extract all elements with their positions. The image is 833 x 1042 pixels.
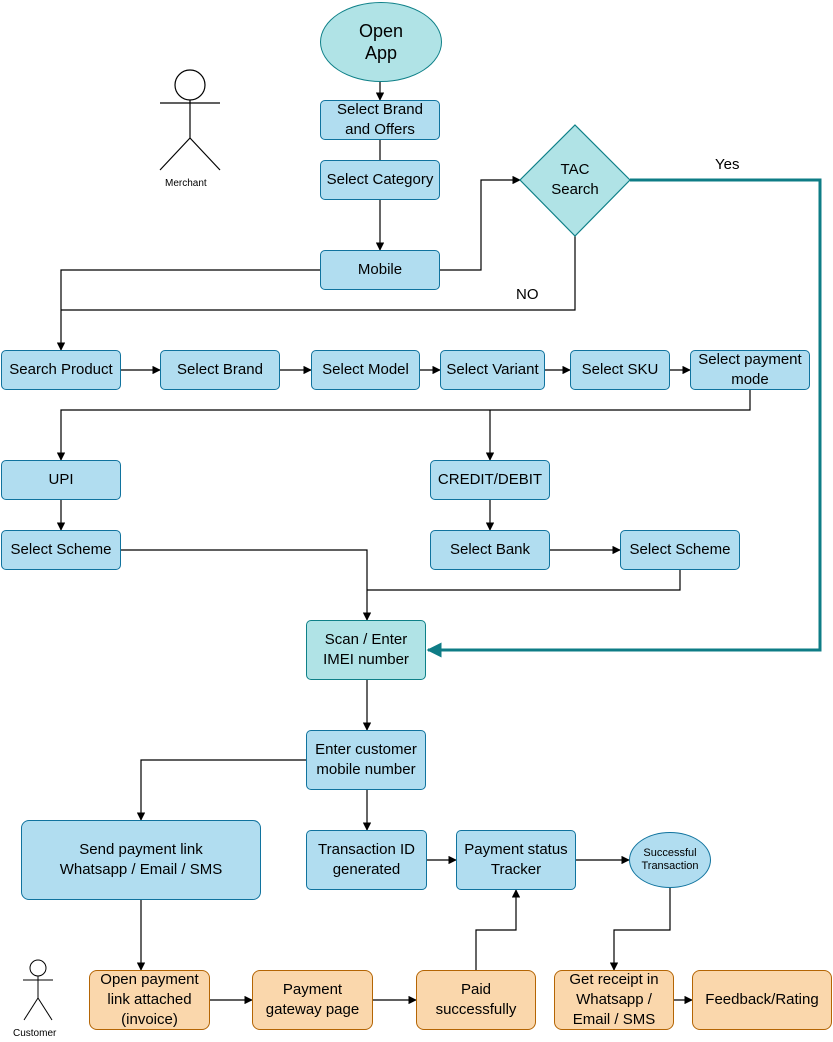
select-scheme-upi-node: Select Scheme <box>1 530 121 570</box>
select-bank-node: Select Bank <box>430 530 550 570</box>
payment-status-tracker-node: Payment status Tracker <box>456 830 576 890</box>
get-receipt-node: Get receipt in Whatsapp / Email / SMS <box>554 970 674 1030</box>
tac-search-label: TAC Search <box>551 161 599 198</box>
no-label: NO <box>516 286 539 303</box>
select-scheme-card-node: Select Scheme <box>620 530 740 570</box>
edge-payment-mode-to-upi <box>56 390 751 461</box>
select-payment-mode-node: Select payment mode <box>690 350 810 390</box>
mobile-node: Mobile <box>320 250 440 290</box>
send-payment-link-node: Send payment link Whatsapp / Email / SMS <box>21 820 261 900</box>
edge-tac-no <box>61 236 576 311</box>
merchant-actor-icon <box>159 69 221 171</box>
select-brand-node: Select Brand <box>160 350 280 390</box>
customer-actor-icon <box>23 959 53 1021</box>
tac-search-diamond <box>519 124 631 237</box>
edge-paid-to-tracker <box>475 889 521 970</box>
select-variant-node: Select Variant <box>440 350 545 390</box>
edge-card-scheme-to-scan <box>367 570 681 591</box>
credit-debit-node: CREDIT/DEBIT <box>430 460 550 500</box>
edge-mobile-to-search <box>56 269 320 351</box>
select-model-node: Select Model <box>311 350 420 390</box>
feedback-node: Feedback/Rating <box>692 970 832 1030</box>
select-brand-offers-node: Select Brand and Offers <box>320 100 440 140</box>
payment-gateway-node: Payment gateway page <box>252 970 373 1030</box>
open-payment-link-node: Open payment link attached (invoice) <box>89 970 210 1030</box>
scan-imei-node: Scan / Enter IMEI number <box>306 620 426 680</box>
select-category-node: Select Category <box>320 160 440 200</box>
edge-enter-mobile-to-send-link <box>136 759 306 821</box>
edge-mobile-to-tac <box>440 175 521 271</box>
edge-upi-scheme-to-scan <box>121 549 372 621</box>
edge-success-to-receipt <box>609 888 671 971</box>
successful-transaction-node: Successful Transaction <box>629 832 711 888</box>
yes-label: Yes <box>715 156 740 173</box>
paid-successfully-node: Paid successfully <box>416 970 536 1030</box>
customer-label: Customer <box>13 1028 57 1039</box>
enter-customer-mobile-node: Enter customer mobile number <box>306 730 426 790</box>
search-product-node: Search Product <box>1 350 121 390</box>
upi-node: UPI <box>1 460 121 500</box>
open-app-node: Open App <box>320 2 442 82</box>
select-sku-node: Select SKU <box>570 350 670 390</box>
edge-tac-yes <box>426 178 822 658</box>
transaction-id-node: Transaction ID generated <box>306 830 427 890</box>
merchant-label: Merchant <box>165 178 207 189</box>
